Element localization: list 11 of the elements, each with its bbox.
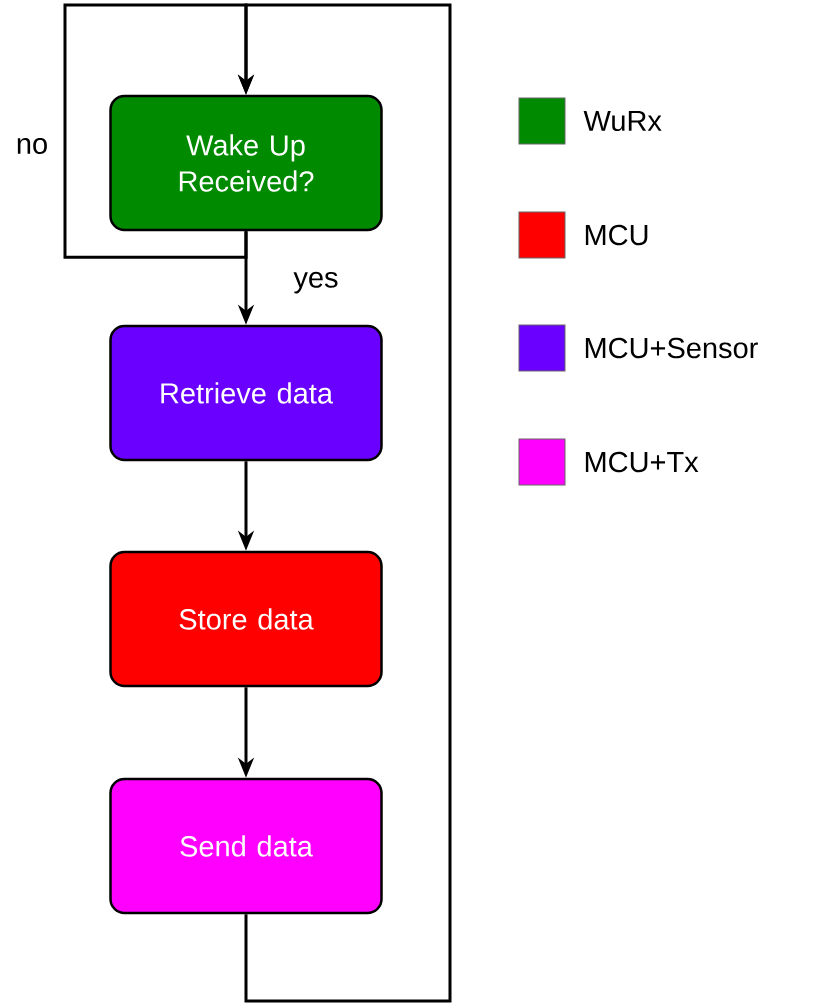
process-box: Retrieve data [109,324,383,462]
edge-label: yes [291,269,341,296]
legend-label: MCU+Sensor [585,337,758,359]
arrow [63,3,255,259]
process-box: Wake Up Received? [109,94,383,232]
edge-label: no [13,136,51,156]
legend-label: WuRx [583,110,662,132]
legend-label: MCU [585,224,648,246]
legend-label: MCU+Tx [585,451,699,473]
process-box: Send data [109,777,383,915]
process-box: Store data [109,550,383,688]
